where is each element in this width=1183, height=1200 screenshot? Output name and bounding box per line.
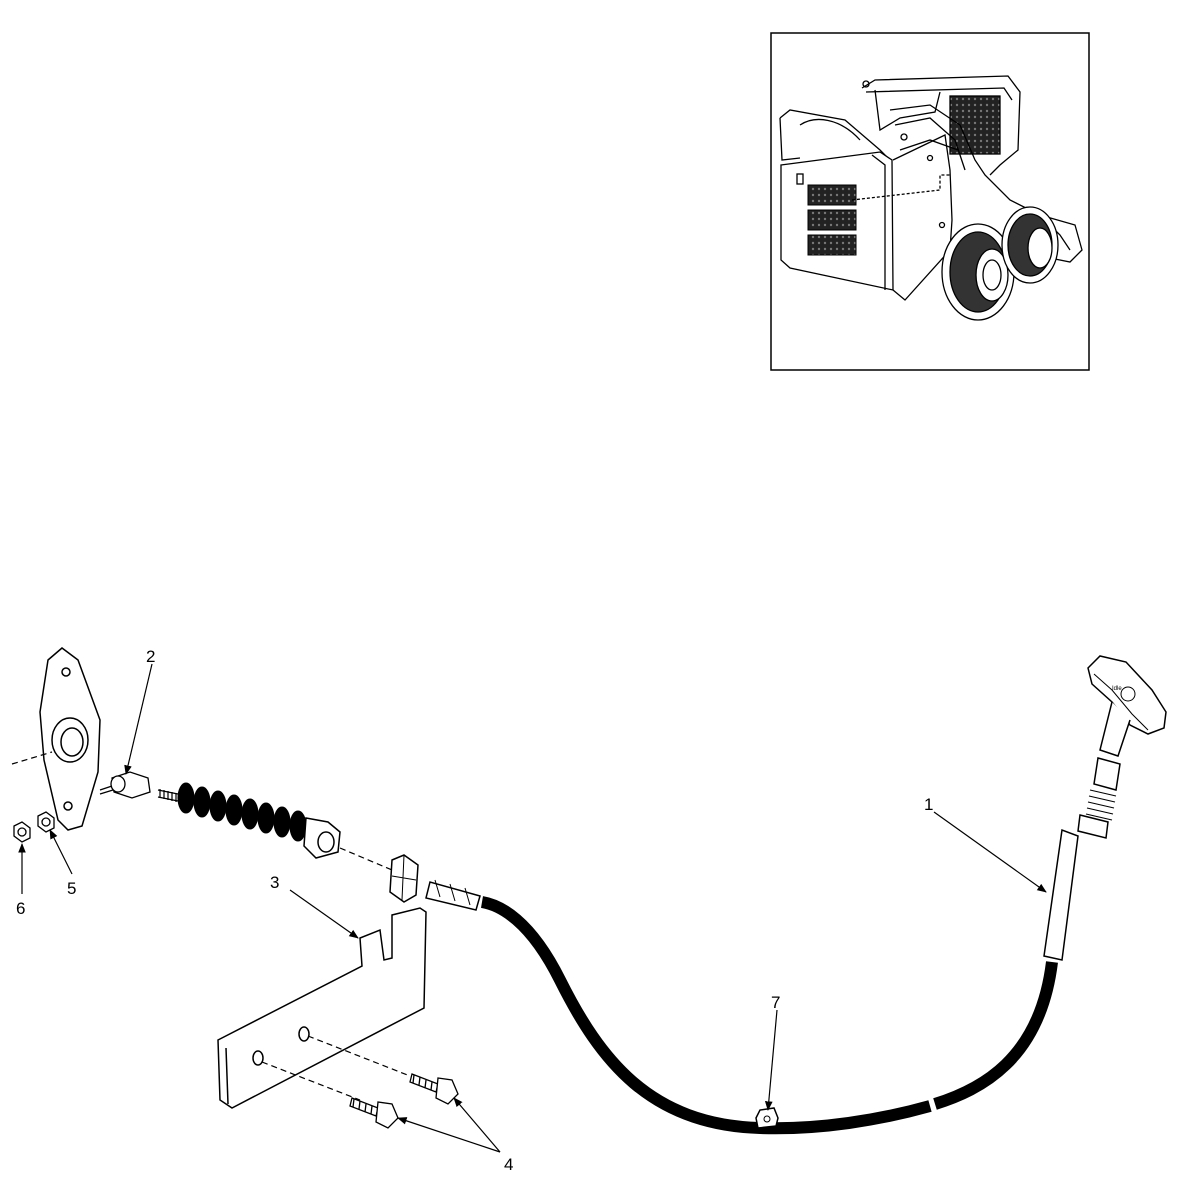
callout-1: 1 [924, 795, 933, 814]
leader-lines [18, 663, 1047, 1153]
callout-6: 6 [16, 899, 25, 918]
mounting-flange [39, 647, 101, 831]
callout-5: 5 [67, 879, 76, 898]
part-6-hex-nut [13, 821, 31, 843]
callout-7: 7 [771, 993, 780, 1012]
spring-boot [177, 782, 307, 842]
part-5-washer-nut [37, 811, 55, 833]
machine-locator-inset [770, 32, 1090, 371]
cable-sheath [933, 961, 1058, 1110]
t-handle [1087, 655, 1167, 735]
threaded-rod [157, 789, 179, 802]
skid-steer-loader-illustration [779, 75, 1083, 321]
part-1-throttle-cable-assembly: Idle [389, 655, 1167, 1135]
callout-4: 4 [504, 1155, 513, 1174]
part-3-mounting-bracket [217, 907, 427, 1109]
part-2-swivel-fitting [99, 771, 151, 799]
part-4-cap-screws [349, 1073, 459, 1129]
callout-3: 3 [270, 873, 279, 892]
callout-2: 2 [146, 647, 155, 666]
svg-text:Idle: Idle [1112, 686, 1122, 692]
hex-coupler [303, 817, 341, 859]
part-7-clip [755, 1107, 779, 1129]
